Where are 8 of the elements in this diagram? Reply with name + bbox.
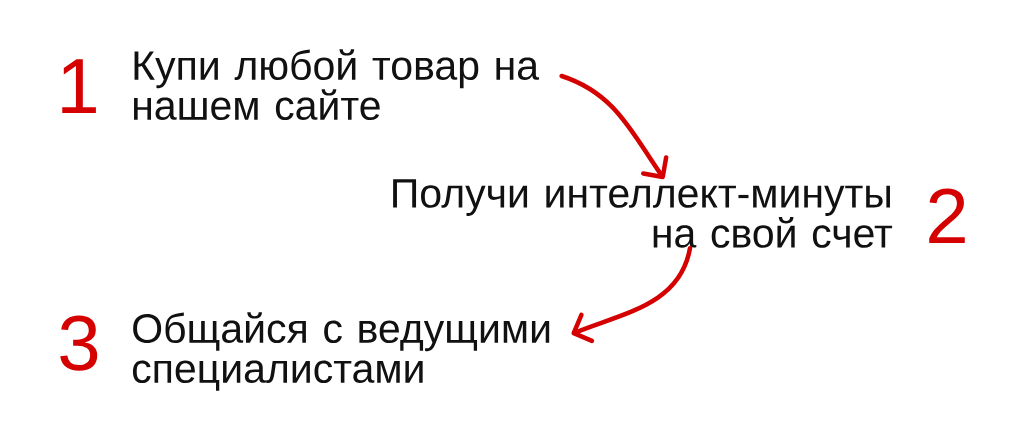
arrow — [571, 245, 693, 344]
step-text: Купи любой товар на нашем сайте — [134, 49, 540, 121]
step-number: 2 — [929, 188, 965, 243]
arrow — [559, 73, 669, 180]
step-number: 3 — [60, 315, 98, 371]
step-number: 1 — [62, 59, 96, 113]
step-text: Получи интеллект-минуты на свой счет — [393, 179, 893, 248]
step-text: Общайся с ведущими специалистами — [132, 312, 550, 391]
